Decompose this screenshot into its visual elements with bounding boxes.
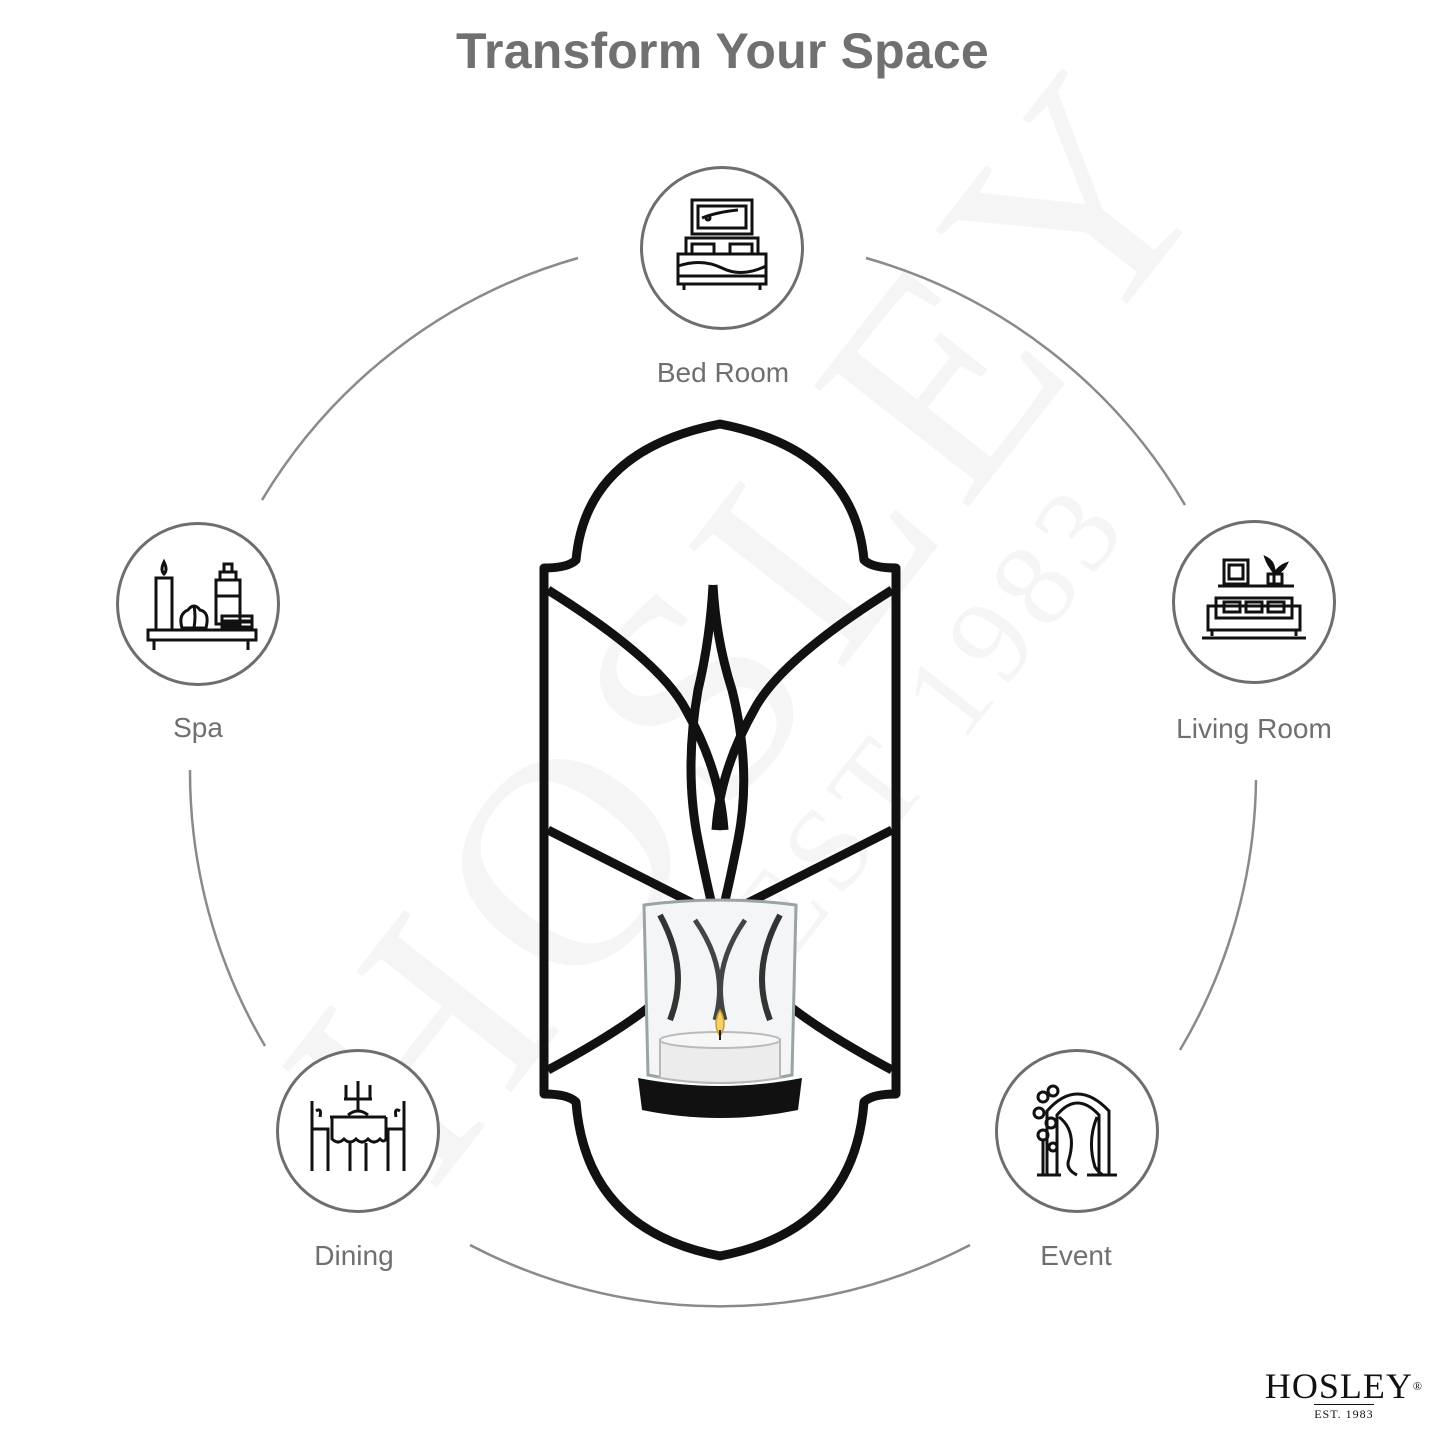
wall-sconce-image [539, 419, 901, 1261]
living-room-icon [1202, 555, 1306, 640]
hosley-logo: HOSLEY® EST. 1983 [1265, 1368, 1423, 1423]
dining-label: Dining [314, 1240, 394, 1271]
glass-votive [638, 898, 802, 1118]
bed-room-icon-circle [640, 166, 804, 330]
spa-label: Spa [173, 712, 223, 743]
dining-icon [310, 1081, 406, 1171]
bed-room-label: Bed Room [656, 357, 790, 388]
dining-icon-circle [276, 1049, 440, 1213]
brand-name: HOSLEY [1264, 1366, 1413, 1406]
living-room-label: Living Room [1176, 713, 1332, 744]
bed-room-icon [676, 198, 768, 290]
page-title: Transform Your Space [456, 23, 989, 79]
registered-mark: ® [1412, 1379, 1423, 1393]
living-room-icon-circle [1172, 520, 1336, 684]
brand-established: EST. 1983 [1314, 1404, 1374, 1422]
spa-icon-circle [116, 522, 280, 686]
spa-icon [146, 558, 258, 650]
event-arch-icon [1032, 1084, 1117, 1177]
event-icon-circle [995, 1049, 1159, 1213]
event-label: Event [1040, 1240, 1112, 1271]
